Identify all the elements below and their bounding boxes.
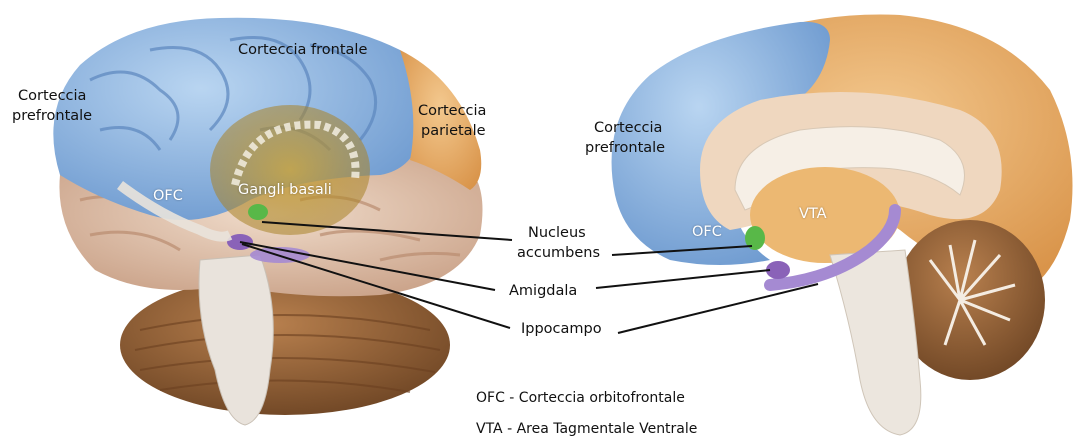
label-right-prefrontal-line2: prefrontale — [585, 138, 665, 158]
legend-vta: VTA - Area Tagmentale Ventrale — [476, 421, 697, 437]
label-nucleus-line1: Nucleus — [528, 223, 586, 243]
legend-ofc: OFC - Corteccia orbitofrontale — [476, 390, 685, 406]
left-cerebellum — [120, 275, 450, 415]
label-left-parietal-line2: parietale — [421, 121, 486, 141]
left-nucleus-accumbens — [248, 204, 268, 220]
label-left-frontal-cortex: Corteccia frontale — [238, 40, 367, 60]
label-left-prefrontal-line2: prefrontale — [12, 106, 92, 126]
leader-hippocampus-right — [618, 284, 818, 333]
label-right-ofc: OFC — [692, 222, 722, 242]
leader-amygdala-right — [596, 270, 770, 288]
right-brainstem — [830, 250, 921, 435]
label-right-vta: VTA — [799, 204, 827, 224]
label-hippocampus: Ippocampo — [521, 319, 602, 339]
left-brain — [53, 18, 482, 425]
label-right-prefrontal-line1: Corteccia — [594, 118, 662, 138]
label-left-ofc: OFC — [153, 186, 183, 206]
label-left-parietal-line1: Corteccia — [418, 101, 486, 121]
label-nucleus-line2: accumbens — [517, 243, 600, 263]
label-amygdala: Amigdala — [509, 281, 577, 301]
right-brain — [612, 15, 1073, 435]
label-left-prefrontal-line1: Corteccia — [18, 86, 86, 106]
label-left-basal-ganglia: Gangli basali — [238, 180, 332, 200]
